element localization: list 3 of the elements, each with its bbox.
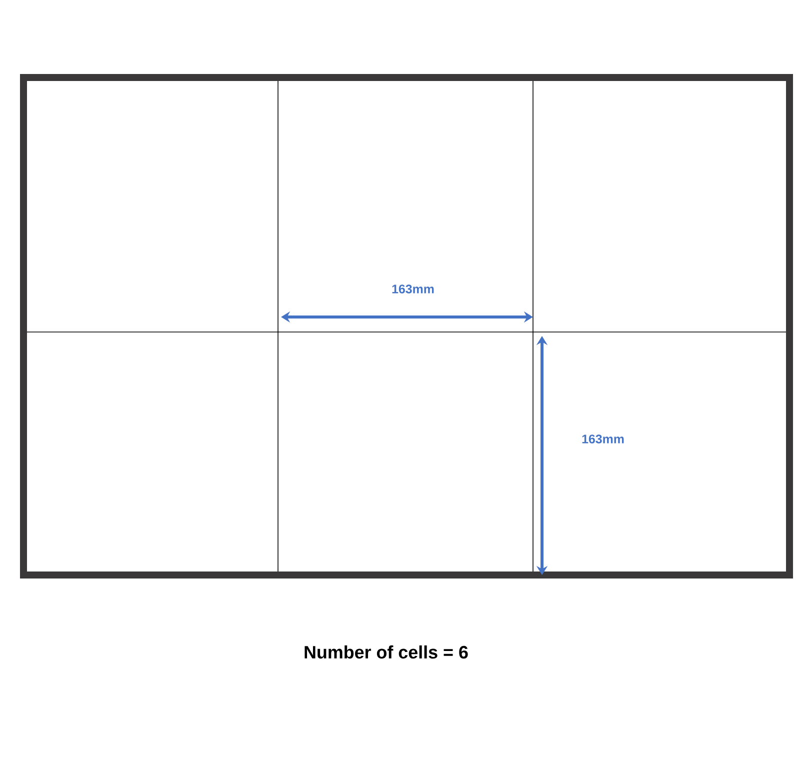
dimension-label: 163mm <box>392 284 434 294</box>
dimension-label: 163mm <box>582 434 624 444</box>
caption: Number of cells = 6 <box>304 645 468 659</box>
